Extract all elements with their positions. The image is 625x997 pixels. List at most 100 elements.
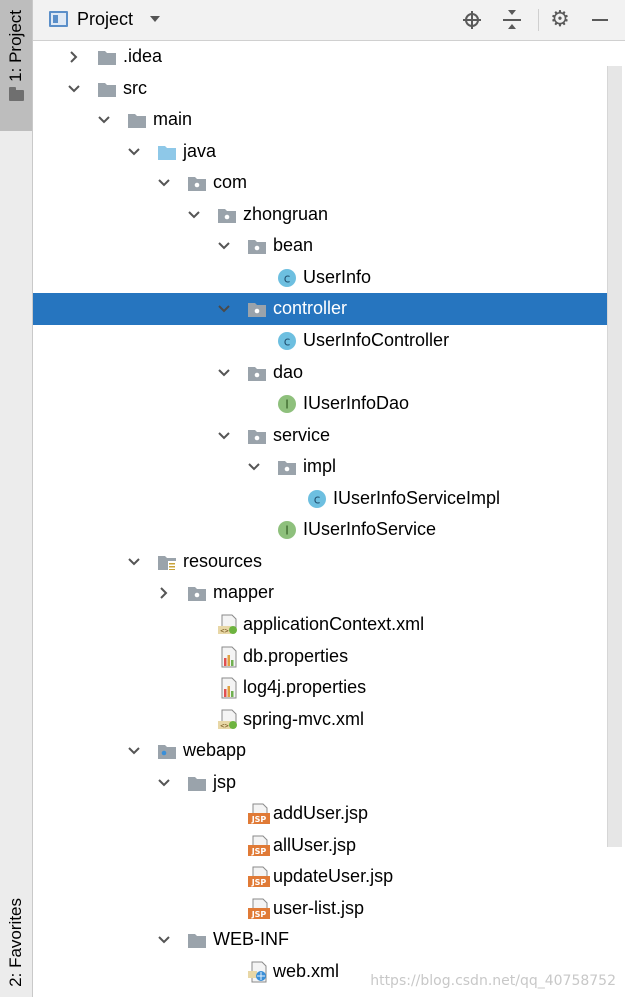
chevron-down-icon[interactable] <box>67 82 81 96</box>
favorites-tool-tab[interactable]: 2: Favorites <box>0 884 32 997</box>
chevron-down-icon[interactable] <box>150 16 160 22</box>
spring-xml-icon: <> <box>217 709 237 730</box>
tree-row[interactable]: src <box>33 73 607 105</box>
chevron-down-icon[interactable] <box>217 239 231 253</box>
tree-row[interactable]: db.properties <box>33 641 607 673</box>
project-tool-tab[interactable]: 1: Project <box>0 0 32 131</box>
folder-icon <box>97 80 117 98</box>
folder-icon <box>127 111 147 129</box>
package-icon <box>247 364 267 382</box>
svg-text:I: I <box>285 398 289 412</box>
chevron-right-icon[interactable] <box>67 50 81 64</box>
tree-row[interactable]: <>applicationContext.xml <box>33 609 607 641</box>
folder-icon <box>8 86 24 101</box>
tree-row[interactable]: main <box>33 104 607 136</box>
tree-item-label: main <box>153 109 193 130</box>
tree-row[interactable]: <>spring-mvc.xml <box>33 704 607 736</box>
chevron-down-icon[interactable] <box>247 460 261 474</box>
package-icon <box>187 584 207 602</box>
properties-icon <box>217 677 237 699</box>
jsp-icon: JSP <box>247 835 270 856</box>
tree-item-label: src <box>123 77 147 98</box>
package-icon <box>247 300 267 318</box>
chevron-down-icon[interactable] <box>187 208 201 222</box>
tree-row[interactable]: webapp <box>33 735 607 767</box>
tool-window-strip: 1: Project 2: Favorites <box>0 0 33 997</box>
favorites-tab-label: 2: Favorites <box>6 898 25 987</box>
chevron-down-icon[interactable] <box>217 302 231 316</box>
tree-item-label: web.xml <box>273 961 340 981</box>
tree-row[interactable]: jsp <box>33 767 607 799</box>
svg-text:c: c <box>284 334 291 348</box>
tree-item-label: jsp <box>213 771 237 792</box>
tree-row[interactable]: log4j.properties <box>33 672 607 704</box>
project-tab-label: 1: Project <box>6 10 25 82</box>
tree-item-label: db.properties <box>243 645 349 666</box>
tree-item-label: mapper <box>213 582 275 603</box>
spring-xml-icon: <> <box>217 614 237 635</box>
tree-item-label: dao <box>273 361 304 382</box>
chevron-down-icon[interactable] <box>127 744 141 758</box>
hide-panel-button[interactable] <box>589 9 611 31</box>
tree-row[interactable]: WEB-INF <box>33 924 607 956</box>
chevron-right-icon[interactable] <box>157 586 171 600</box>
svg-text:<>: <> <box>220 627 228 635</box>
chevron-down-icon[interactable] <box>127 145 141 159</box>
project-panel-header: Project ⚙ <box>33 0 625 41</box>
tree-row[interactable]: controller <box>33 293 607 326</box>
tree-row[interactable]: bean <box>33 230 607 262</box>
web-folder-icon <box>157 742 177 760</box>
chevron-down-icon[interactable] <box>217 366 231 380</box>
tree-row[interactable]: .idea <box>33 41 607 73</box>
tree-row[interactable]: dao <box>33 357 607 389</box>
chevron-down-icon[interactable] <box>217 429 231 443</box>
package-icon <box>247 427 267 445</box>
vertical-scrollbar[interactable] <box>607 66 622 847</box>
tree-item-label: IUserInfoService <box>303 519 437 540</box>
jsp-icon: JSP <box>247 866 270 888</box>
chevron-down-icon[interactable] <box>127 555 141 569</box>
tree-item-label: controller <box>273 298 348 319</box>
tree-row[interactable]: com <box>33 167 607 199</box>
tree-row[interactable]: service <box>33 420 607 452</box>
chevron-down-icon[interactable] <box>97 113 111 127</box>
svg-text:c: c <box>284 271 291 285</box>
package-icon <box>217 206 237 224</box>
tree-row[interactable]: web.xml <box>33 956 607 988</box>
collapse-all-button[interactable] <box>501 9 523 31</box>
jsp-icon: JSP <box>247 803 270 825</box>
tree-item-label: allUser.jsp <box>273 834 357 855</box>
settings-button[interactable]: ⚙ <box>549 9 571 31</box>
interface-icon: I <box>277 394 297 414</box>
tree-row[interactable]: impl <box>33 451 607 483</box>
chevron-down-icon[interactable] <box>157 933 171 947</box>
locate-file-button[interactable] <box>461 9 483 31</box>
chevron-down-icon[interactable] <box>157 176 171 190</box>
chevron-down-icon[interactable] <box>157 776 171 790</box>
jsp-icon: JSP <box>247 898 270 919</box>
tree-row[interactable]: java <box>33 136 607 168</box>
collapse-all-icon <box>503 10 521 30</box>
tree-item-label: webapp <box>183 740 247 761</box>
tree-row[interactable]: zhongruan <box>33 199 607 231</box>
tree-item-label: .idea <box>123 46 163 66</box>
svg-text:JSP: JSP <box>251 815 267 824</box>
tree-item-label: resources <box>183 550 263 571</box>
source-folder-icon <box>157 143 177 161</box>
tree-row[interactable]: resources <box>33 546 607 578</box>
tree-item-label: updateUser.jsp <box>273 866 394 887</box>
tree-row[interactable]: mapper <box>33 577 607 609</box>
svg-text:c: c <box>314 492 321 506</box>
panel-title[interactable]: Project <box>77 9 134 29</box>
project-view-icon <box>49 11 68 27</box>
